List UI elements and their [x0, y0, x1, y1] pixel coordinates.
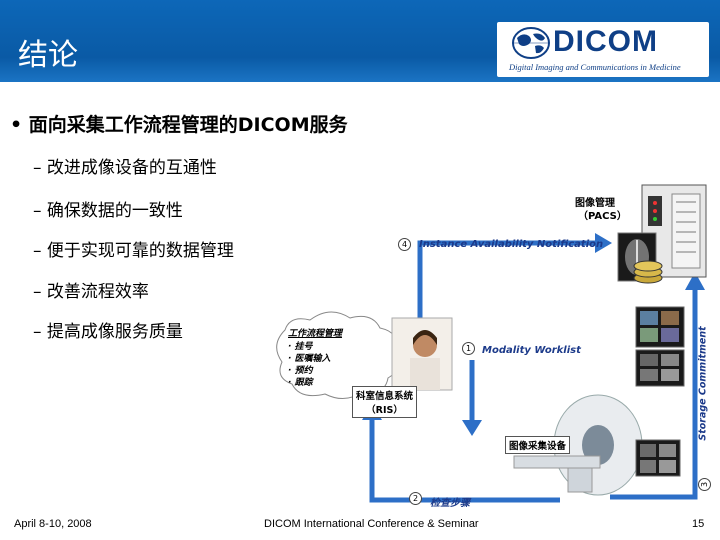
- sub-bullet-5: – 提高成像服务质量: [33, 322, 183, 342]
- sub-bullet-2: – 确保数据的一致性: [33, 201, 183, 221]
- footer-conference: DICOM International Conference & Seminar: [264, 518, 479, 530]
- workflow-title: 工作流程管理: [288, 329, 343, 339]
- header-bar: 结论 DICOM Digital Imaging and Communicati…: [0, 0, 720, 82]
- ris-operator-icon: [391, 317, 453, 391]
- workflow-item-4: · 跟踪: [288, 378, 313, 388]
- workflow-cloud: [276, 311, 400, 399]
- step-1-label: Modality Worklist: [482, 345, 581, 356]
- footer-page-number: 15: [692, 518, 705, 530]
- dicom-logo: DICOM Digital Imaging and Communications…: [497, 22, 709, 77]
- sub-bullet-4: – 改善流程效率: [33, 282, 149, 302]
- globe-icon: [512, 27, 550, 59]
- step-4-label: Instance Availability Notification: [419, 239, 604, 250]
- step-1-badge: 1: [462, 342, 475, 355]
- flow-arrowhead-4: [595, 233, 612, 253]
- pacs-label-line2: （PACS）: [578, 211, 627, 222]
- pacs-label-line1: 图像管理: [575, 198, 615, 209]
- disc-stack-icon: [633, 260, 663, 284]
- flow-arrow-4: [417, 240, 595, 321]
- ris-label-line1: 科室信息系统: [356, 391, 414, 402]
- footer-date: April 8-10, 2008: [14, 518, 92, 530]
- step-4-badge: 4: [398, 238, 411, 251]
- step-2-label: 检查步骤: [430, 498, 470, 509]
- workflow-item-2: · 医嘱输入: [288, 354, 331, 364]
- step-2-badge: 2: [409, 492, 422, 505]
- logo-wordmark: DICOM: [553, 25, 658, 58]
- flow-arrow-2: [369, 420, 560, 503]
- logo-subtitle: Digital Imaging and Communications in Me…: [509, 62, 681, 72]
- ct-scanner-icon: [513, 394, 681, 496]
- flow-arrowhead-3: [685, 272, 705, 290]
- viewing-monitors-icon: [635, 306, 685, 387]
- main-bullet: • 面向采集工作流程管理的DICOM服务: [10, 114, 348, 136]
- flow-arrow-3: [610, 275, 698, 500]
- workflow-item-1: · 挂号: [288, 342, 313, 352]
- modality-label: 图像采集设备: [505, 436, 571, 454]
- workflow-item-3: · 预约: [288, 366, 313, 376]
- step-3-label: Storage Commitment: [697, 326, 709, 441]
- sub-bullet-3: – 便于实现可靠的数据管理: [33, 241, 234, 261]
- slide-title: 结论: [18, 38, 78, 73]
- flow-arrowhead-1: [462, 420, 482, 436]
- step-3-badge: 3: [698, 478, 711, 491]
- ris-label-line2: （RIS）: [366, 405, 403, 416]
- ris-label: 科室信息系统 （RIS）: [352, 386, 418, 418]
- sub-bullet-1: – 改进成像设备的互通性: [33, 158, 217, 178]
